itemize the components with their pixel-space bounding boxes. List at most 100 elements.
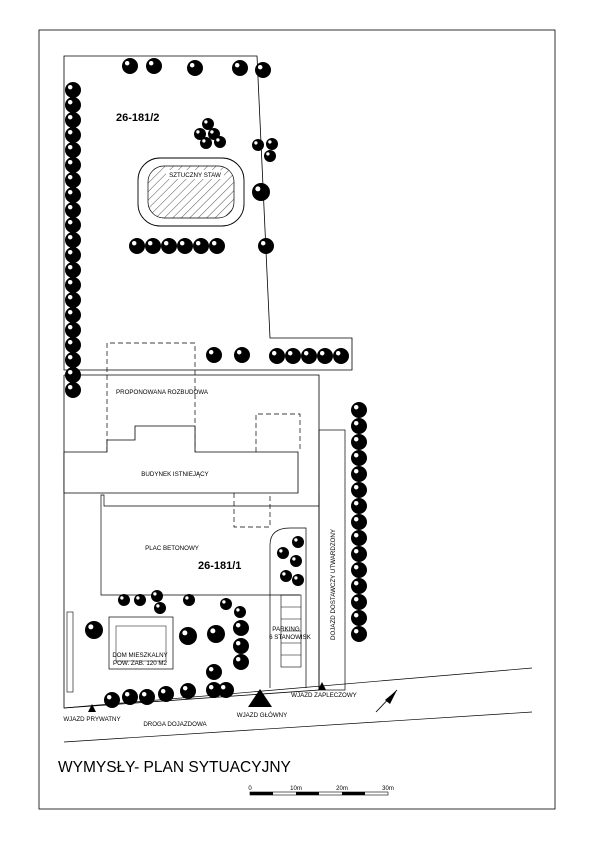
tree-highlight — [211, 240, 217, 246]
tree-icon — [351, 626, 367, 642]
parking-area: PARKING 6 STANOWISK — [269, 527, 312, 688]
tree-icon — [65, 292, 81, 308]
tree-icon — [232, 60, 248, 76]
tree-icon — [177, 238, 193, 254]
tree-icon — [179, 627, 197, 645]
tree-highlight — [353, 452, 359, 458]
tree-highlight — [106, 694, 112, 700]
tree-highlight — [67, 99, 73, 105]
tree-icon — [277, 547, 289, 559]
tree-icon — [65, 262, 81, 278]
tree-highlight — [266, 152, 270, 156]
tree-highlight — [353, 612, 359, 618]
tree-icon — [255, 62, 271, 78]
tree-icon — [65, 232, 81, 248]
tree-icon — [129, 238, 145, 254]
scale-tick-10: 10m — [290, 786, 302, 792]
tree-icon — [351, 514, 367, 530]
tree-icon — [193, 238, 209, 254]
tree-highlight — [353, 404, 359, 410]
plan-title: WYMYSŁY- PLAN SYTUACYJNY — [58, 759, 291, 776]
tree-highlight — [353, 628, 359, 634]
tree-highlight — [148, 60, 154, 66]
tree-highlight — [67, 189, 73, 195]
tree-highlight — [67, 234, 73, 240]
delivery-road: DOJAZD DOSTAWCZY UTWARDZONY — [318, 429, 346, 691]
scale-tick-30: 30m — [382, 786, 394, 792]
tree-icon — [266, 138, 278, 150]
tree-highlight — [67, 84, 73, 90]
tree-highlight — [271, 350, 277, 356]
tree-highlight — [179, 240, 185, 246]
tree-highlight — [319, 350, 325, 356]
tree-highlight — [216, 138, 220, 142]
extension-dashed-bottom — [233, 493, 271, 528]
tree-highlight — [353, 484, 359, 490]
tree-icon — [202, 118, 214, 130]
tree-highlight — [353, 436, 359, 442]
tree-highlight — [67, 279, 73, 285]
tree-highlight — [210, 130, 214, 134]
tree-highlight — [67, 264, 73, 270]
lot-number-north: 26-181/2 — [116, 112, 159, 124]
tree-highlight — [202, 139, 206, 143]
tree-highlight — [153, 592, 157, 596]
main-entry-label: WJAZD GŁÓWNY — [237, 712, 288, 719]
tree-highlight — [136, 596, 140, 600]
tree-highlight — [292, 557, 296, 561]
tree-icon — [233, 654, 249, 670]
tree-icon — [65, 382, 81, 398]
tree-icon — [187, 60, 203, 76]
tree-icon — [65, 337, 81, 353]
tree-icon — [351, 418, 367, 434]
tree-icon — [161, 238, 177, 254]
tree-highlight — [88, 624, 94, 630]
tree-highlight — [353, 532, 359, 538]
main-entry: WJAZD GŁÓWNY — [237, 689, 288, 719]
tree-highlight — [254, 141, 258, 145]
tree-highlight — [208, 684, 214, 690]
tree-icon — [264, 150, 276, 162]
concrete-yard-label: PLAC BETONOWY — [145, 545, 199, 552]
lot-number-south: 26-181/1 — [198, 560, 241, 572]
scale-tick-0: 0 — [248, 786, 252, 792]
scale-bar: 0 10m 20m 30m — [248, 786, 394, 796]
tree-highlight — [235, 640, 241, 646]
tree-icon — [65, 322, 81, 338]
tree-icon — [351, 594, 367, 610]
tree-highlight — [335, 350, 341, 356]
back-entry-label: WJAZD ZAPLECZOWY — [291, 692, 357, 699]
tree-highlight — [67, 339, 73, 345]
tree-icon — [65, 187, 81, 203]
street-line-lower — [63, 711, 533, 743]
tree-highlight — [67, 129, 73, 135]
north-arrow-icon — [375, 689, 398, 713]
tree-icon — [65, 157, 81, 173]
tree-icon — [122, 58, 138, 74]
tree-icon — [351, 546, 367, 562]
tree-highlight — [131, 240, 137, 246]
tree-highlight — [67, 219, 73, 225]
tree-highlight — [222, 600, 226, 604]
tree-icon — [292, 536, 304, 548]
tree-highlight — [208, 349, 214, 355]
tree-highlight — [124, 60, 130, 66]
back-entry: WJAZD ZAPLECZOWY — [291, 682, 357, 699]
tree-icon — [285, 348, 301, 364]
tree-icon — [139, 689, 155, 705]
tree-highlight — [353, 420, 359, 426]
tree-icon — [206, 664, 222, 680]
tree-icon — [85, 621, 103, 639]
tree-icon — [65, 307, 81, 323]
tree-icon — [351, 482, 367, 498]
tree-highlight — [204, 120, 208, 124]
tree-highlight — [67, 369, 73, 375]
tree-highlight — [353, 516, 359, 522]
tree-highlight — [120, 596, 124, 600]
tree-highlight — [210, 628, 216, 634]
tree-icon — [118, 594, 130, 606]
entry-triangle-icon — [248, 689, 272, 707]
tree-icon — [351, 498, 367, 514]
tree-icon — [233, 620, 249, 636]
tree-icon — [280, 570, 292, 582]
